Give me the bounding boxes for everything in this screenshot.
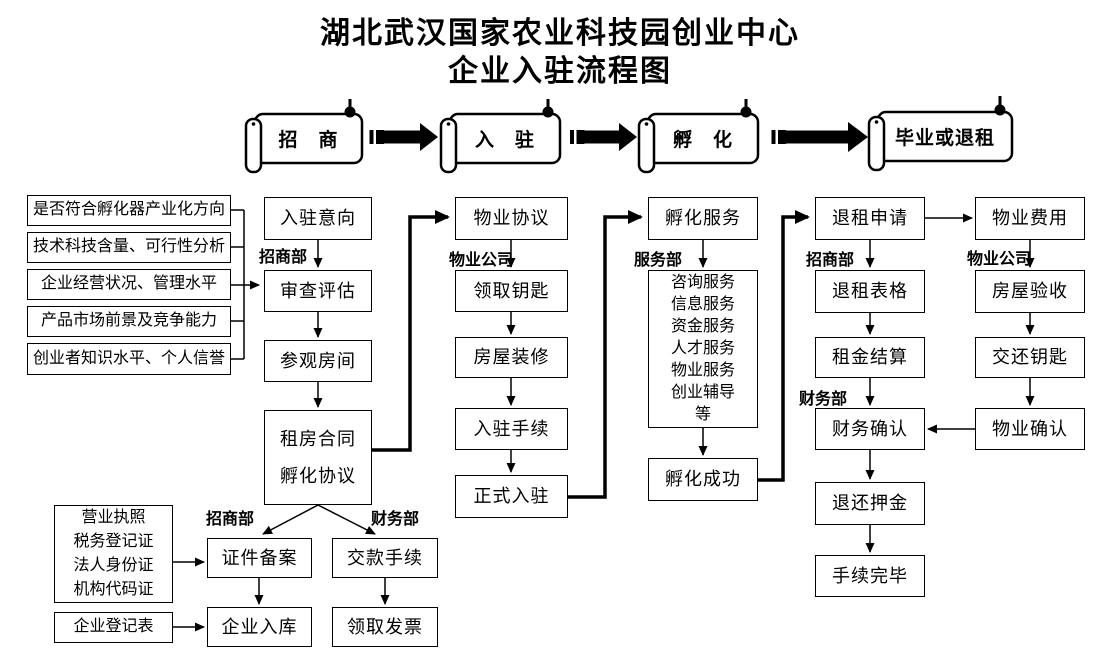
node-criteria-3: 企业经营状况、管理水平	[27, 269, 231, 300]
node-rent-settlement: 租金结算	[815, 337, 925, 378]
node-review: 审查评估	[264, 270, 372, 312]
flow-arrows	[173, 213, 1035, 632]
dept-label-zhaoshang-2: 招商部	[806, 252, 855, 269]
document-item: 机构代码证	[73, 581, 154, 598]
service-item: 物业服务	[670, 362, 735, 379]
document-item: 税务登记证	[73, 533, 154, 550]
node-entry-procedure: 入驻手续	[455, 408, 568, 450]
dept-label-zhaoshang-3: 招商部	[206, 511, 255, 528]
dept-label-zhaoshang-1: 招商部	[259, 249, 308, 266]
scroll-banner-shape-2	[439, 99, 562, 174]
page-title: 湖北武汉国家农业科技园创业中心	[320, 17, 800, 50]
node-get-keys: 领取钥匙	[455, 270, 568, 312]
service-item: 信息服务	[670, 296, 735, 313]
node-payment-procedure: 交款手续	[332, 538, 438, 578]
striped-arrow-icon-3	[771, 122, 868, 152]
node-property-fee: 物业费用	[975, 197, 1085, 240]
node-company-db-entry: 企业入库	[207, 607, 312, 647]
node-lease-exit-form: 退租表格	[815, 270, 925, 313]
service-item: 创业辅导	[670, 384, 735, 401]
elbow-connectors	[372, 210, 810, 499]
node-registration-form: 企业登记表	[54, 612, 173, 643]
node-deposit-refund: 退还押金	[815, 482, 925, 525]
node-documents-list: 营业执照 税务登记证 法人身份证 机构代码证	[54, 505, 173, 603]
node-entry-intent: 入驻意向	[264, 197, 372, 240]
node-criteria-1: 是否符合孵化器产业化方向	[27, 195, 231, 226]
banner-fuhua: 孵 化	[672, 130, 733, 151]
document-item: 营业执照	[81, 509, 146, 526]
banner-ruzhu: 入 驻	[474, 130, 535, 151]
page-subtitle: 企业入驻流程图	[448, 55, 672, 88]
node-finance-confirm: 财务确认	[815, 408, 925, 450]
contract-line-1: 租房合同	[280, 428, 356, 449]
node-house-inspection: 房屋验收	[975, 270, 1085, 313]
node-get-invoice: 领取发票	[332, 607, 438, 647]
service-item: 资金服务	[670, 318, 735, 335]
node-cert-filing: 证件备案	[207, 538, 312, 578]
scroll-banner-shape-3	[637, 99, 760, 174]
dept-label-caiwu-2: 财务部	[371, 511, 420, 528]
striped-arrow-icon-1	[369, 123, 438, 151]
node-return-keys: 交还钥匙	[975, 337, 1085, 378]
service-item: 人才服务	[670, 340, 735, 357]
node-property-confirm: 物业确认	[975, 408, 1085, 450]
node-services-list: 咨询服务 信息服务 资金服务 人才服务 物业服务 创业辅导 等	[648, 270, 758, 428]
document-item: 法人身份证	[73, 557, 154, 574]
service-item: 等	[694, 406, 711, 423]
node-property-agreement: 物业协议	[455, 197, 568, 240]
node-contract: 租房合同 孵化协议	[264, 410, 372, 505]
node-criteria-5: 创业者知识水平、个人信誉	[27, 343, 231, 375]
node-procedure-complete: 手续完毕	[815, 555, 925, 597]
dept-label-wuye-2: 物业公司	[967, 251, 1032, 268]
contract-line-2: 孵化协议	[280, 465, 356, 486]
node-official-entry: 正式入驻	[455, 475, 568, 518]
node-incubation-service: 孵化服务	[648, 197, 758, 240]
node-lease-exit-apply: 退租申请	[815, 197, 925, 240]
banner-biye-tuizu: 毕业或退租	[894, 128, 995, 149]
dept-label-wuye-1: 物业公司	[449, 252, 514, 269]
criteria-bracket-connector	[231, 209, 260, 360]
service-item: 咨询服务	[670, 274, 735, 291]
dept-label-fuwu: 服务部	[634, 252, 683, 269]
node-criteria-2: 技术科技含量、可行性分析	[27, 232, 231, 263]
node-criteria-4: 产品市场前景及竞争能力	[27, 306, 231, 337]
striped-arrow-icon-2	[570, 123, 637, 151]
dept-label-caiwu-1: 财务部	[799, 391, 848, 408]
node-renovation: 房屋装修	[455, 337, 568, 378]
scroll-banner-shape-4	[867, 96, 1014, 172]
banner-zhaoshang: 招 商	[278, 130, 339, 151]
node-incubation-success: 孵化成功	[648, 458, 758, 501]
scroll-banner-shape-1	[244, 99, 364, 174]
node-visit-room: 参观房间	[264, 340, 372, 382]
